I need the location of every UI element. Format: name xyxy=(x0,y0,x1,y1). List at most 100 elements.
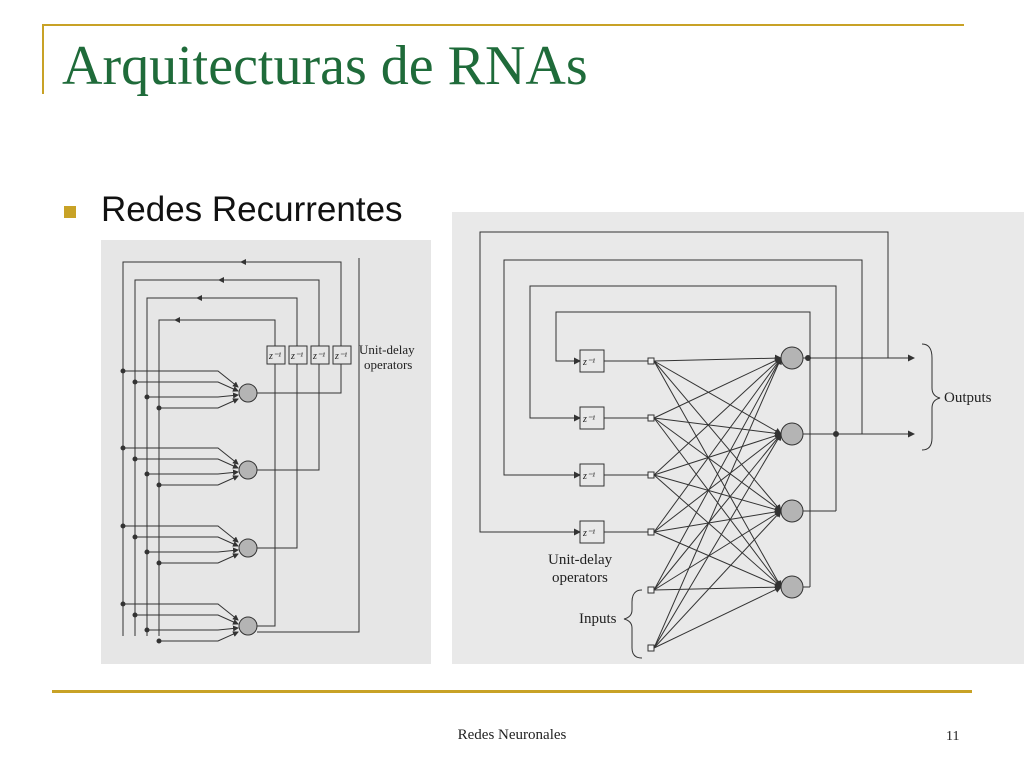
bullet-text: Redes Recurrentes xyxy=(101,190,403,229)
left-output-line xyxy=(257,364,276,627)
right-delay-caption-2: operators xyxy=(552,570,608,586)
title-frame-top xyxy=(42,24,964,26)
left-delay-caption-2: operators xyxy=(364,357,412,372)
right-outputs-label: Outputs xyxy=(944,390,992,406)
svg-text:z⁻¹: z⁻¹ xyxy=(582,528,595,539)
left-input-line xyxy=(123,603,239,621)
right-delay-block-4: z⁻¹ xyxy=(579,520,605,544)
left-output-line xyxy=(257,364,298,549)
left-input-line xyxy=(123,525,239,543)
left-delay-caption-1: Unit-delay xyxy=(359,342,415,357)
left-input-line xyxy=(159,398,239,409)
left-input-line xyxy=(159,475,239,486)
right-weight-edge xyxy=(653,357,782,591)
right-neuron xyxy=(780,346,804,370)
left-input-line xyxy=(123,370,239,388)
svg-text:z⁻¹: z⁻¹ xyxy=(290,351,303,362)
right-weight-edge xyxy=(653,433,782,533)
right-weight-edge xyxy=(653,510,782,591)
svg-text:z⁻¹: z⁻¹ xyxy=(312,351,325,362)
left-input-line xyxy=(147,469,239,476)
left-input-line xyxy=(135,381,239,392)
right-delay-caption-1: Unit-delay xyxy=(548,552,613,568)
right-weight-edge xyxy=(653,508,782,533)
left-delay-block-4: z⁻¹ xyxy=(332,345,352,365)
right-weight-edge xyxy=(653,433,782,591)
right-neuron xyxy=(780,422,804,446)
right-weight-edge xyxy=(653,583,782,591)
svg-text:z⁻¹: z⁻¹ xyxy=(582,357,595,368)
right-input-node xyxy=(647,471,655,479)
right-input-node xyxy=(647,414,655,422)
left-recurrent-diagram: z⁻¹ z⁻¹ z⁻¹ z⁻¹ Unit-delay operators xyxy=(101,240,431,664)
left-input-line xyxy=(159,631,239,642)
left-input-line xyxy=(147,392,239,399)
footer-rule xyxy=(52,690,972,693)
bullet-square-icon xyxy=(64,206,76,218)
right-input-node xyxy=(647,357,655,365)
right-feedback-line xyxy=(555,311,811,587)
svg-text:z⁻¹: z⁻¹ xyxy=(582,471,595,482)
left-delay-block-1: z⁻¹ xyxy=(266,345,286,365)
right-weight-edge xyxy=(653,510,782,649)
right-weight-edge xyxy=(653,357,782,533)
right-inputs-brace xyxy=(623,589,643,659)
right-delay-block-2: z⁻¹ xyxy=(579,406,605,430)
right-weight-edge xyxy=(653,354,782,362)
left-neuron xyxy=(238,616,258,636)
right-feedback-line xyxy=(529,285,837,511)
right-input-node xyxy=(647,644,655,652)
right-weight-edge xyxy=(653,417,782,437)
left-neuron xyxy=(238,383,258,403)
left-feedback-line xyxy=(158,319,276,636)
right-outputs-brace xyxy=(921,343,941,451)
left-diagram-svg: z⁻¹ z⁻¹ z⁻¹ z⁻¹ Unit-delay operators xyxy=(120,258,415,644)
right-weight-edge xyxy=(653,586,782,649)
right-weight-edge xyxy=(653,531,782,588)
footer-text: Redes Neuronales xyxy=(457,727,567,743)
left-input-line xyxy=(159,553,239,564)
left-input-line xyxy=(135,614,239,625)
left-delay-block-2: z⁻¹ xyxy=(288,345,308,365)
right-weight-edge xyxy=(653,432,782,476)
right-feedback-line xyxy=(503,259,863,479)
left-feedback-line xyxy=(134,279,320,636)
right-weight-edge xyxy=(653,357,782,476)
page-number: 11 xyxy=(946,729,960,744)
left-output-line xyxy=(257,364,320,471)
left-input-line xyxy=(147,547,239,554)
left-input-line xyxy=(135,536,239,547)
title-frame-left xyxy=(42,24,44,94)
right-feedback-line xyxy=(479,231,889,536)
left-input-line xyxy=(123,447,239,465)
left-input-line xyxy=(147,625,239,632)
svg-text:z⁻¹: z⁻¹ xyxy=(268,351,281,362)
right-inputs-label: Inputs xyxy=(579,611,617,627)
svg-text:z⁻¹: z⁻¹ xyxy=(582,414,595,425)
right-recurrent-diagram: z⁻¹ z⁻¹ z⁻¹ z⁻¹ Unit-delay operators Inp… xyxy=(452,212,1024,664)
left-neuron xyxy=(238,538,258,558)
right-weight-edge xyxy=(653,433,782,649)
right-weight-edge xyxy=(653,357,782,649)
right-neuron xyxy=(780,499,804,523)
slide-title: Arquitecturas de RNAs xyxy=(62,35,588,97)
left-delay-block-3: z⁻¹ xyxy=(310,345,330,365)
right-delay-block-1: z⁻¹ xyxy=(579,349,605,373)
right-weight-edge xyxy=(653,474,782,588)
right-weight-edge xyxy=(653,417,782,512)
right-weight-edge xyxy=(653,360,782,512)
svg-text:z⁻¹: z⁻¹ xyxy=(334,351,347,362)
right-weight-edge xyxy=(653,357,782,419)
right-input-node xyxy=(647,586,655,594)
left-output-line xyxy=(257,364,342,394)
right-input-node xyxy=(647,528,655,536)
left-feedback-line xyxy=(122,261,342,636)
right-diagram-svg: z⁻¹ z⁻¹ z⁻¹ z⁻¹ Unit-delay operators Inp… xyxy=(479,231,992,659)
left-outer-loop xyxy=(257,258,360,633)
right-weight-edge xyxy=(653,360,782,435)
right-neuron xyxy=(780,575,804,599)
right-weight-edge xyxy=(653,474,782,513)
left-input-line xyxy=(135,458,239,469)
left-neuron xyxy=(238,460,258,480)
right-delay-block-3: z⁻¹ xyxy=(579,463,605,487)
